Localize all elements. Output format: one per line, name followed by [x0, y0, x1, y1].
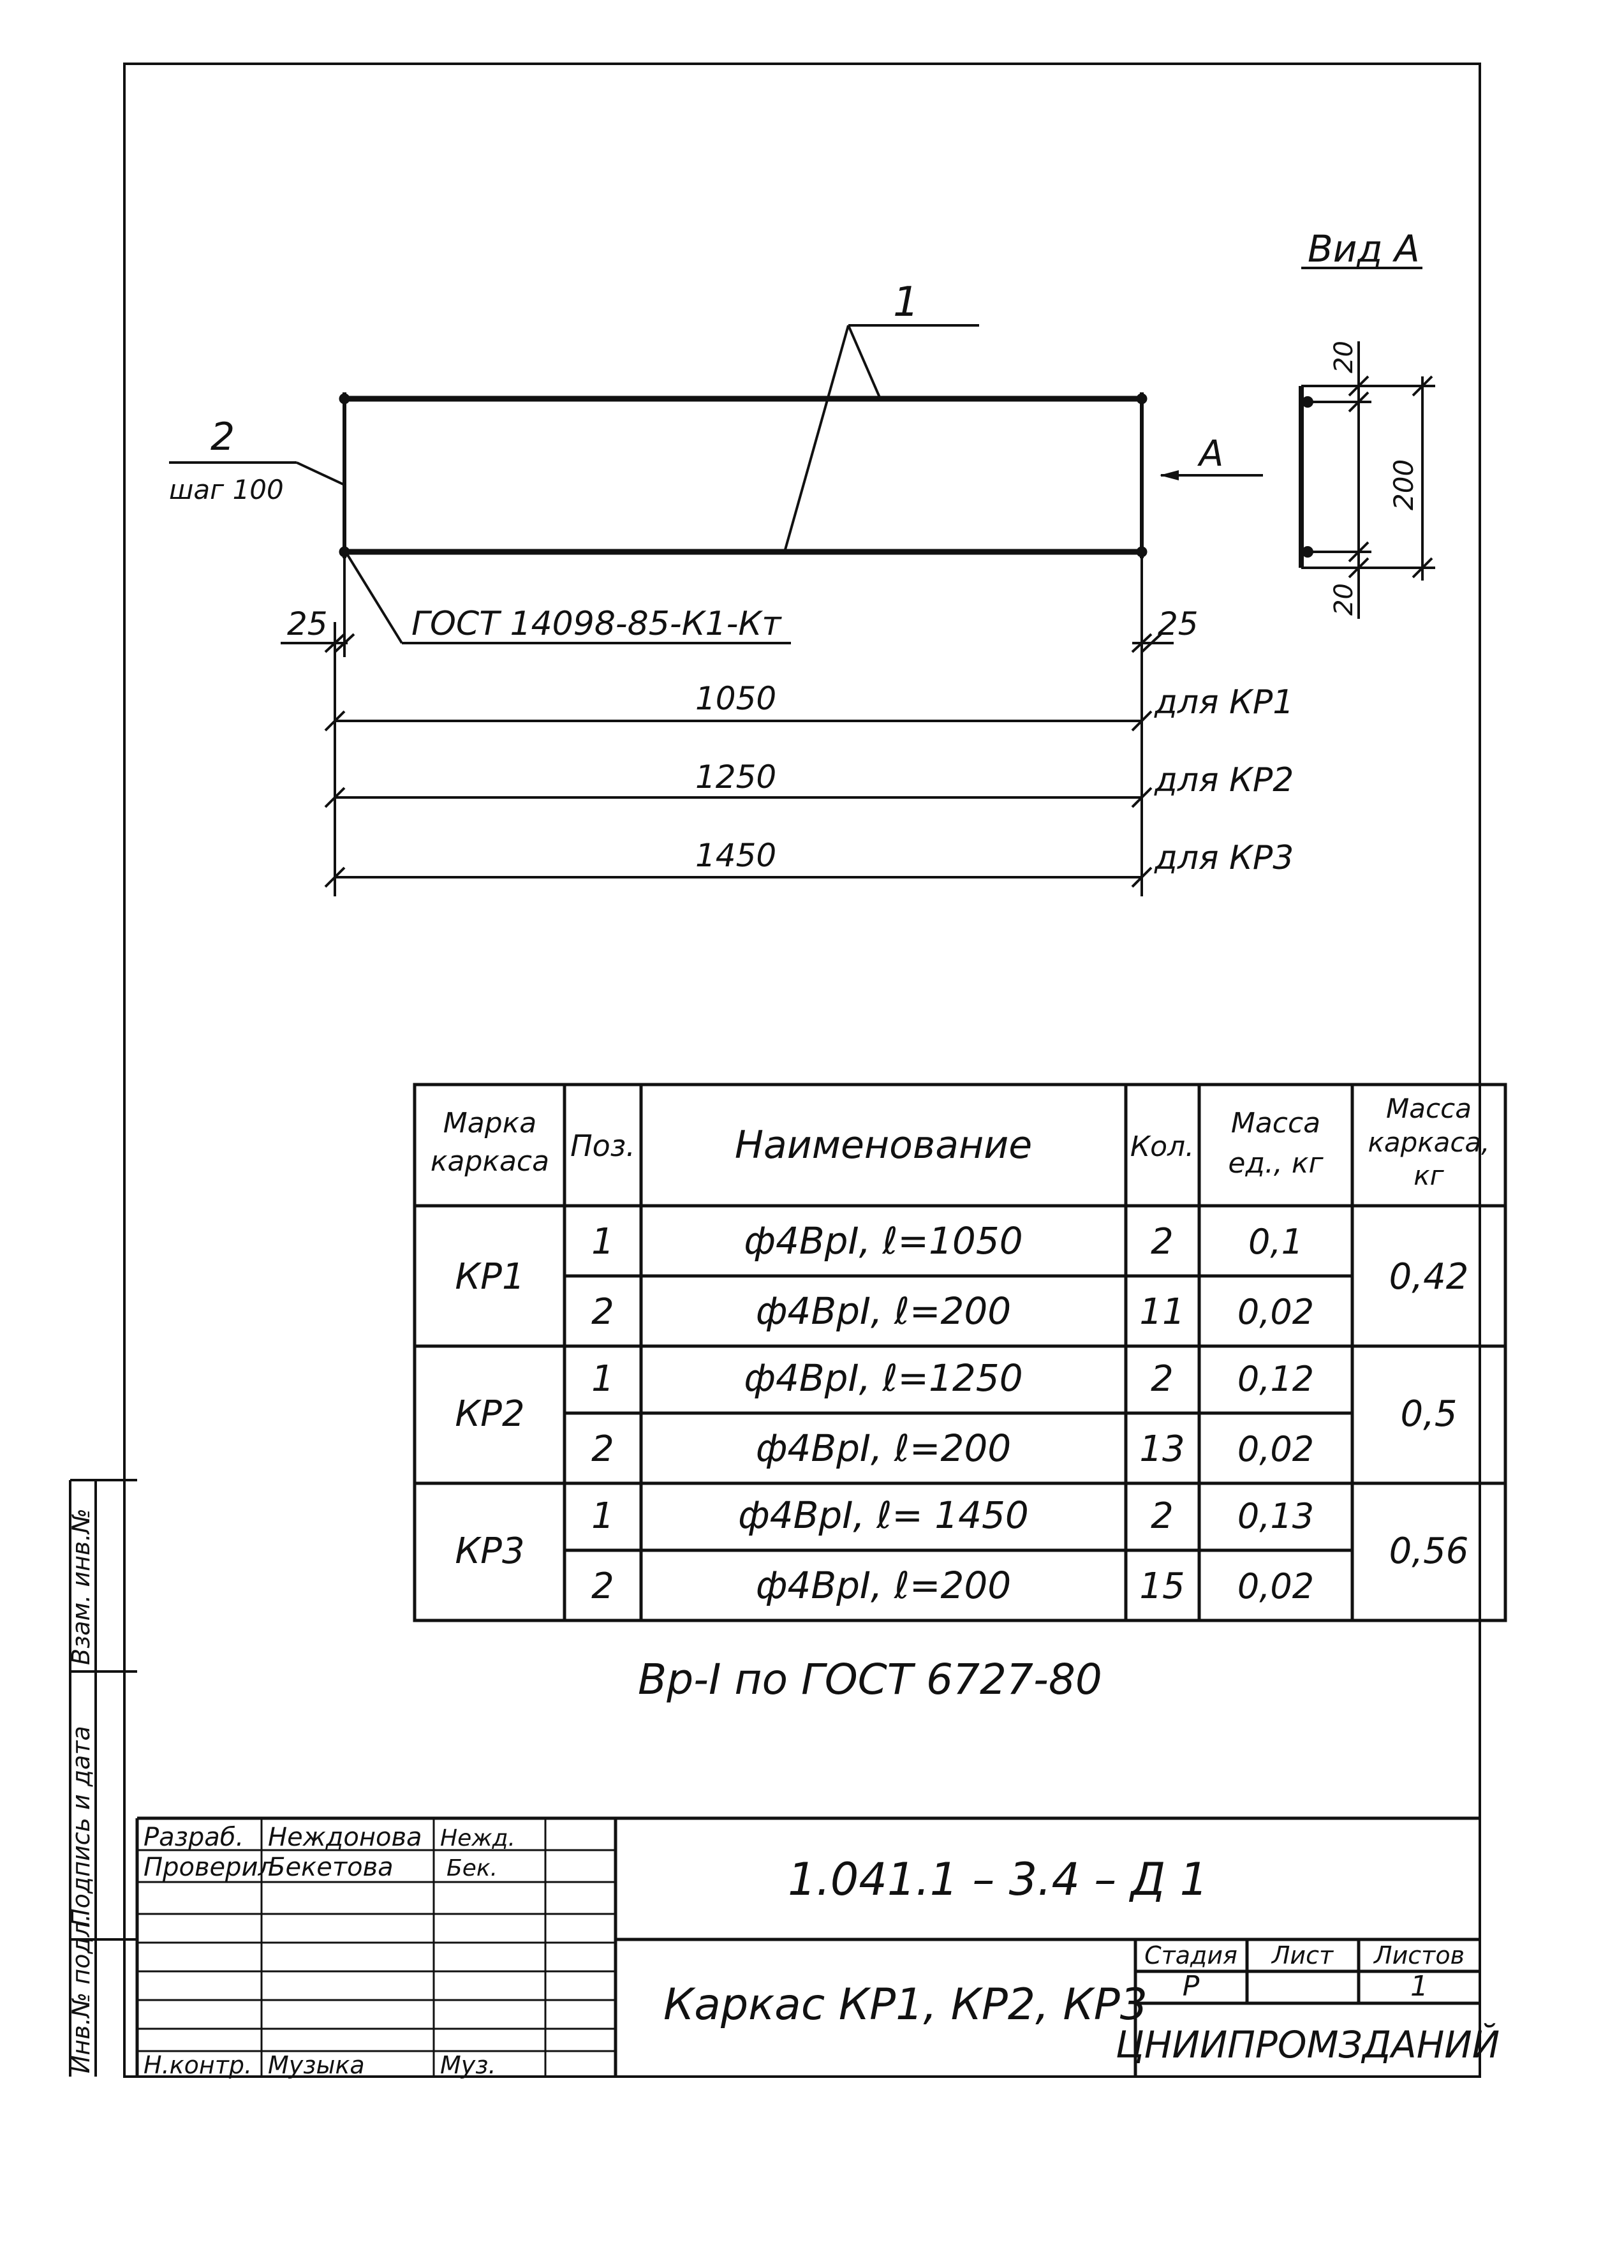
sheet-header: Лист	[1271, 1941, 1334, 1969]
kr2-row2-pos: 2	[591, 1428, 614, 1470]
header-mark-line1: Марка	[443, 1107, 536, 1139]
dim-1450: 1450	[695, 837, 776, 874]
name-checker: Бекетова	[268, 1853, 394, 1882]
signature-checker: Бек.	[447, 1855, 498, 1881]
kr3-row1-qty: 2	[1151, 1495, 1174, 1537]
section-dim-20-bottom: 20	[1329, 583, 1359, 616]
kr2-row1-mass: 0,12	[1237, 1359, 1314, 1399]
view-a-section	[1299, 341, 1435, 619]
gost-label: ГОСТ 14098-85-К1-Кт	[411, 605, 782, 643]
view-arrow-label: А	[1197, 433, 1223, 475]
gost-leader	[346, 554, 791, 644]
frame-elevation	[339, 392, 1148, 558]
side-stamp-inv-replace: Взам. инв.№	[67, 1508, 95, 1665]
side-stamp	[69, 1479, 137, 2077]
section-dim-200: 200	[1388, 459, 1419, 510]
for-kr2: для КР2	[1154, 761, 1294, 799]
callout-2-leader	[169, 461, 345, 486]
callout-2-label: 2	[210, 415, 235, 459]
section-dim-20-top: 20	[1329, 341, 1359, 373]
kr3-row2-qty: 15	[1139, 1566, 1185, 1607]
kr1-row2-pos: 2	[591, 1291, 614, 1333]
material-note: Вр-I по ГОСТ 6727-80	[638, 1655, 1102, 1704]
role-developer: Разраб.	[144, 1823, 244, 1852]
kr3-row2-name: ф4ВрI, ℓ=200	[756, 1564, 1011, 1607]
stage-header: Стадия	[1144, 1941, 1237, 1969]
role-norm-control: Н.контр.	[144, 2051, 252, 2079]
title-block-grid	[135, 1816, 1480, 2077]
kr3-total: 0,56	[1389, 1531, 1469, 1572]
for-kr1: для КР1	[1154, 683, 1294, 722]
kr3-row2-pos: 2	[591, 1566, 614, 1607]
callout-1-leader	[783, 324, 979, 552]
signature-norm-control: Муз.	[440, 2051, 496, 2079]
kr3-row1-mass: 0,13	[1237, 1496, 1314, 1536]
name-norm-control: Музыка	[268, 2051, 365, 2079]
kr3-row1-pos: 1	[591, 1495, 614, 1537]
kr3-row1-name: ф4ВрI, ℓ= 1450	[738, 1493, 1029, 1537]
stage-value: Р	[1183, 1970, 1200, 2003]
header-unit-mass-line1: Масса	[1231, 1107, 1320, 1139]
kr1-row1-name: ф4ВрI, ℓ=1050	[744, 1219, 1022, 1263]
mark-kr3: КР3	[455, 1531, 524, 1572]
callout-1-label: 1	[893, 279, 919, 326]
dim-25-right: 25	[1158, 605, 1199, 642]
side-stamp-inv-orig: Инв.№ подл.	[67, 1914, 95, 2073]
dim-1050: 1050	[695, 680, 776, 717]
overall-dimensions	[324, 622, 1153, 896]
header-qty: Кол.	[1130, 1130, 1194, 1163]
role-checker: Проверил	[144, 1853, 274, 1882]
kr2-total: 0,5	[1400, 1393, 1457, 1435]
sheets-header: Листов	[1373, 1941, 1465, 1969]
kr3-row2-mass: 0,02	[1237, 1566, 1314, 1606]
dim-1250: 1250	[695, 759, 776, 796]
header-frame-mass-line2: каркаса,	[1368, 1127, 1489, 1158]
kr2-row1-name: ф4ВрI, ℓ=1250	[744, 1356, 1022, 1400]
document-code: 1.041.1 – 3.4 – Д 1	[788, 1853, 1208, 1906]
header-frame-mass-line3: кг	[1414, 1160, 1444, 1191]
kr1-total: 0,42	[1389, 1256, 1469, 1298]
kr2-row1-pos: 1	[591, 1358, 614, 1400]
signature-developer: Нежд.	[440, 1825, 515, 1851]
side-stamp-sign-date: Подпись и дата	[67, 1726, 95, 1927]
kr1-row2-mass: 0,02	[1237, 1292, 1314, 1332]
organization: ЦНИИПРОМЗДАНИЙ	[1116, 2022, 1500, 2066]
sheet-frame	[123, 63, 1481, 2078]
spec-table-grid	[413, 1083, 1507, 1622]
name-developer: Неждонова	[268, 1823, 422, 1852]
header-pos: Поз.	[570, 1129, 635, 1163]
for-kr3: для КР3	[1154, 839, 1294, 877]
header-unit-mass-line2: ед., кг	[1228, 1147, 1324, 1180]
header-name: Наименование	[735, 1123, 1032, 1167]
kr1-row1-qty: 2	[1151, 1221, 1174, 1263]
mark-kr1: КР1	[455, 1256, 524, 1298]
kr1-row2-name: ф4ВрI, ℓ=200	[756, 1289, 1011, 1333]
header-frame-mass-line1: Масса	[1386, 1093, 1472, 1124]
kr2-row2-name: ф4ВрI, ℓ=200	[756, 1427, 1011, 1470]
view-a-title: Вид А	[1308, 227, 1420, 271]
document-title: Каркас КР1, КР2, КР3	[663, 1980, 1148, 2030]
sheets-value: 1	[1410, 1970, 1428, 2003]
kr1-row1-pos: 1	[591, 1221, 614, 1263]
mark-kr2: КР2	[455, 1393, 524, 1435]
step-label: шаг 100	[169, 474, 284, 505]
kr2-row2-mass: 0,02	[1237, 1429, 1314, 1469]
kr2-row1-qty: 2	[1151, 1358, 1174, 1400]
kr2-row2-qty: 13	[1139, 1428, 1185, 1470]
header-mark-line2: каркаса	[431, 1145, 549, 1178]
dim-25-left: 25	[287, 605, 328, 642]
kr1-row2-qty: 11	[1139, 1291, 1185, 1333]
kr1-row1-mass: 0,1	[1248, 1222, 1303, 1262]
